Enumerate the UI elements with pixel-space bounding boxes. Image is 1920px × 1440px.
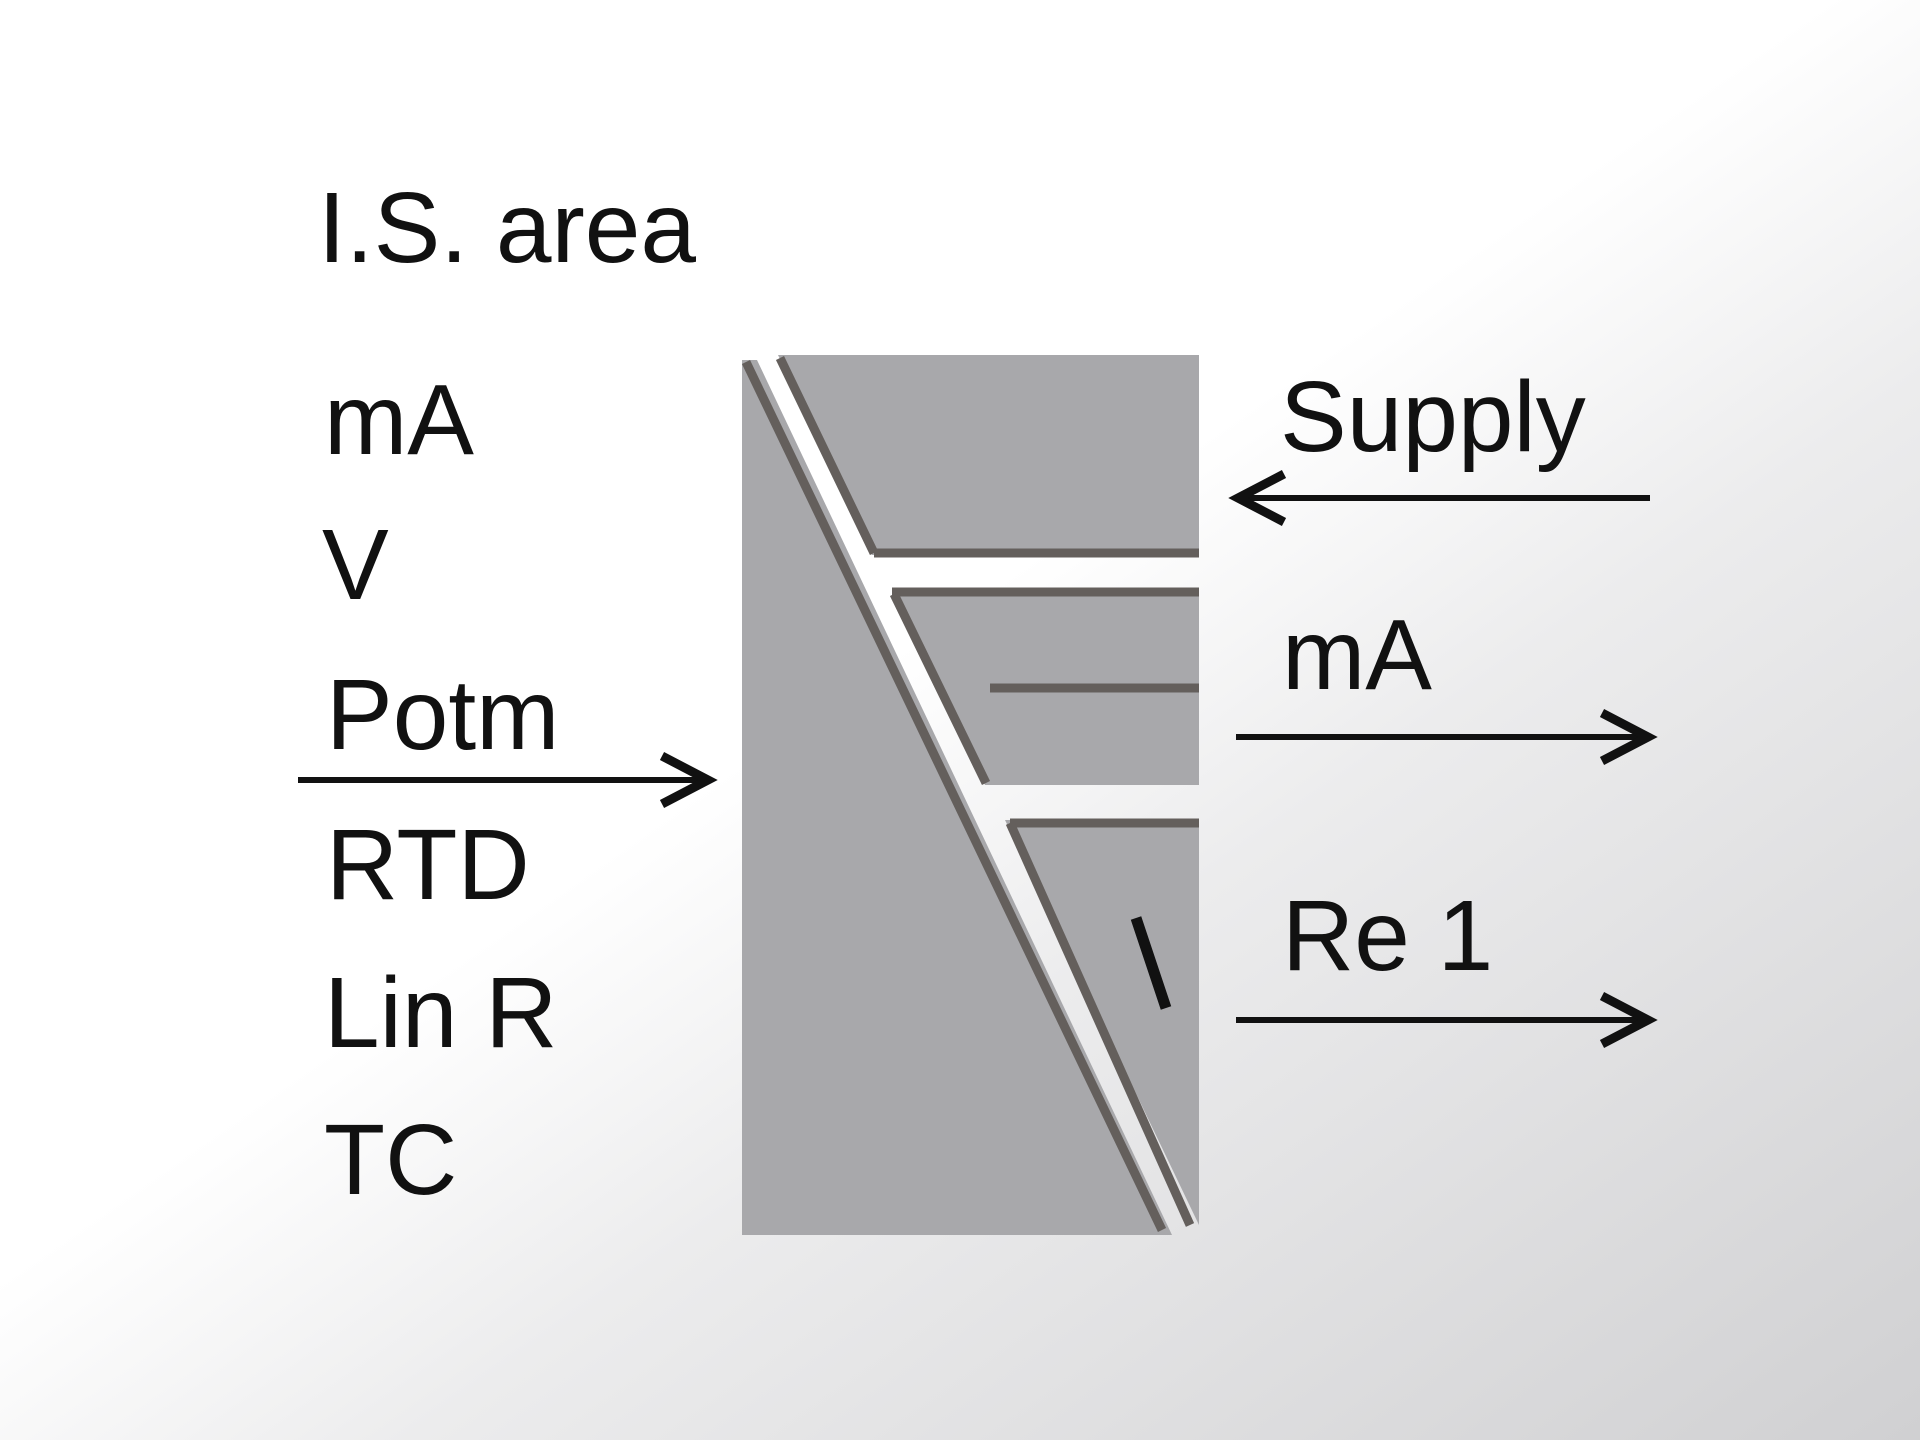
block-edge bbox=[775, 356, 879, 555]
input-label-rtd: RTD bbox=[326, 809, 530, 921]
input-arrow-head bbox=[659, 752, 718, 808]
output-label-supply: Supply bbox=[1280, 361, 1586, 473]
relay-output-arrow-head bbox=[1599, 992, 1658, 1048]
input-label-tc: TC bbox=[324, 1104, 458, 1216]
input-label-potm: Potm bbox=[326, 659, 560, 771]
output-label-ma: mA bbox=[1282, 599, 1432, 711]
block-divider-left bbox=[741, 360, 1167, 1232]
ma-output-arrow-head bbox=[1599, 709, 1658, 765]
supply-arrow-head bbox=[1228, 470, 1287, 526]
block-edge bbox=[889, 592, 991, 785]
block-edge bbox=[1005, 821, 1195, 1227]
is-area-label: I.S. area bbox=[318, 172, 696, 284]
input-label-lin-r: Lin R bbox=[324, 957, 558, 1069]
input-label-ma: mA bbox=[324, 364, 474, 476]
output-label-relay: Re 1 bbox=[1282, 880, 1494, 992]
input-label-v: V bbox=[322, 509, 389, 621]
block-supply-section bbox=[778, 355, 1199, 555]
relay-contact-mark bbox=[1130, 916, 1172, 1010]
barrier-block bbox=[741, 355, 1199, 1235]
